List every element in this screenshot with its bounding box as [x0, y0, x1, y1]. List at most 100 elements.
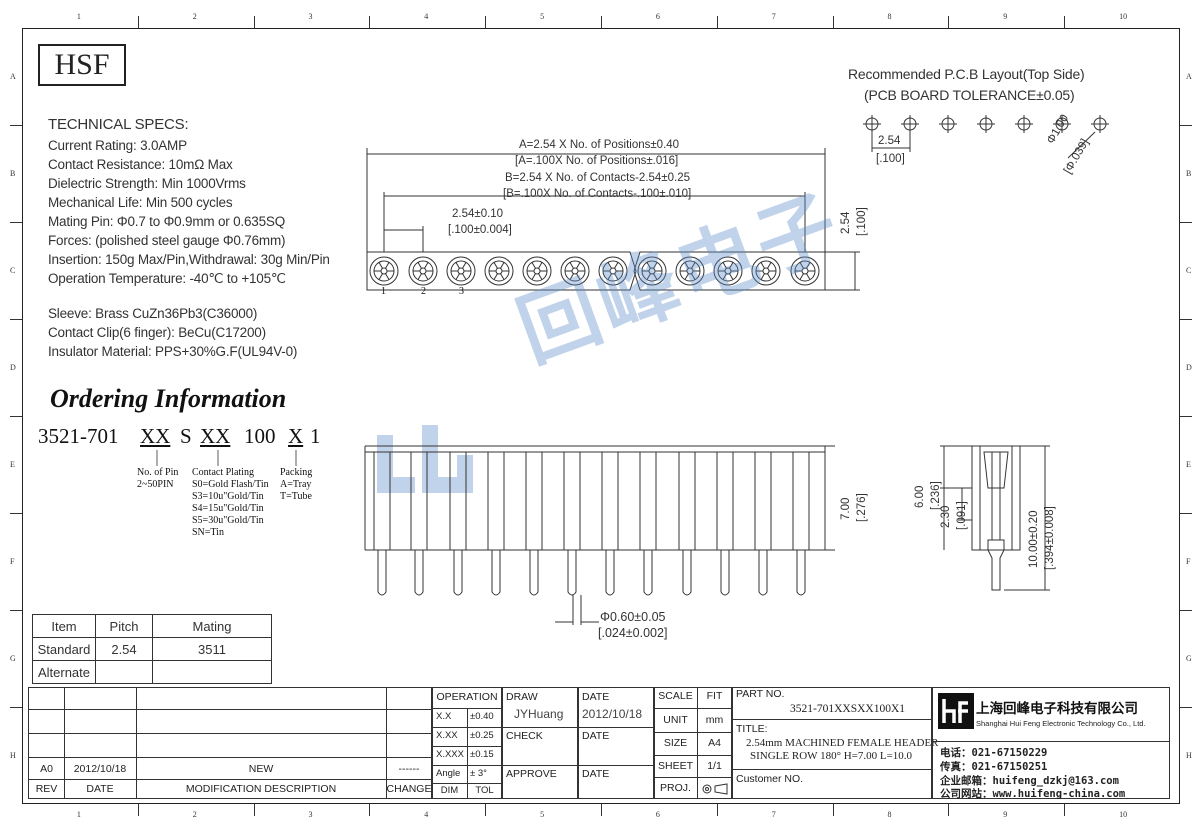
proj-label: PROJ.	[660, 782, 691, 794]
fit-label: FIT	[706, 690, 723, 702]
zone-number: 6	[655, 12, 660, 21]
date-header: DATE	[86, 783, 114, 795]
pin-ring	[675, 256, 705, 286]
tol-value: ±0.25	[470, 730, 494, 741]
pin-tail	[491, 550, 501, 596]
spec-line: Dielectric Strength: Min 1000Vrms	[48, 176, 246, 191]
zone-number: 1	[76, 810, 81, 819]
pin-tail	[682, 550, 692, 596]
date-label: DATE	[582, 768, 610, 780]
part-no-label: PART NO.	[736, 688, 785, 700]
pin-ring	[484, 256, 514, 286]
part-s: S	[180, 424, 192, 448]
zone-number: 9	[1003, 810, 1008, 819]
cell: Standard	[32, 637, 96, 661]
pin-tail	[377, 550, 387, 596]
cell	[95, 660, 153, 684]
check-label: CHECK	[506, 730, 543, 742]
pcb-pitch-in: [.100]	[876, 153, 905, 165]
pcb-pitch: 2.54	[878, 135, 901, 147]
part-packing: X	[288, 424, 304, 448]
scale-label: SCALE	[658, 690, 693, 702]
company-fax: 传真：021-67150251	[940, 761, 1048, 773]
pin-tail	[796, 550, 806, 596]
revision-area	[28, 687, 432, 799]
zone-letter: B	[10, 168, 16, 178]
zone-number: 8	[887, 12, 892, 21]
dim-a: A=2.54 X No. of Positions±0.40	[519, 139, 680, 151]
company-area	[932, 687, 1170, 799]
tol-header: TOL	[475, 785, 494, 796]
zone-letter: E	[1186, 459, 1191, 469]
tol-value: ±0.40	[470, 711, 494, 722]
sheet-value: 1/1	[707, 760, 722, 772]
pin-ring	[446, 256, 476, 286]
dim-clip: 2.30	[940, 505, 952, 528]
zone-letter: D	[10, 362, 16, 372]
tol-key: X.XXX	[436, 749, 464, 760]
zone-number: 7	[771, 12, 776, 21]
part-suffix: 1	[310, 424, 321, 448]
scale-area	[654, 687, 732, 799]
drawer-name: JYHuang	[514, 707, 564, 721]
zone-number: 1	[76, 12, 81, 21]
size-value: A4	[708, 737, 721, 749]
customer-label: Customer NO.	[736, 773, 804, 785]
spec-line: Forces: (polished steel gauge Φ0.76mm)	[48, 233, 286, 248]
pin-ring	[713, 256, 743, 286]
side-view-drawing	[940, 445, 1050, 591]
title-line2: SINGLE ROW 180° H=7.00 L=10.0	[750, 750, 913, 762]
pcb-tolerance: (PCB BOARD TOLERANCE±0.05)	[864, 87, 1075, 103]
zone-number: 6	[655, 810, 660, 819]
dim-width-in: [.100]	[856, 207, 868, 236]
pin-tail	[414, 550, 424, 596]
zone-number: 3	[308, 810, 313, 819]
cell	[152, 660, 272, 684]
spec-line: Mating Pin: Φ0.7 to Φ0.9mm or 0.635SQ	[48, 214, 286, 229]
zone-number: 9	[1003, 12, 1008, 21]
approve-label: APPROVE	[506, 768, 557, 780]
sheet-label: SHEET	[657, 760, 693, 772]
cell: Alternate	[32, 660, 96, 684]
zone-number: 8	[887, 810, 892, 819]
pin-ring	[560, 256, 590, 286]
company-name-cn: 上海回峰电子科技有限公司	[976, 701, 1138, 717]
part-plating: XX	[200, 424, 231, 448]
dim-clip-in: [.091]	[956, 501, 968, 530]
zone-number: 10	[1119, 12, 1128, 21]
dim-height: 7.00	[840, 497, 852, 520]
mating-table: Item Pitch Mating Standard 2.54 3511 Alt…	[32, 614, 272, 684]
header-item: Item	[32, 614, 96, 638]
change-header: CHANGE	[386, 783, 432, 795]
dim-pin-dia-in: [.024±0.002]	[598, 626, 668, 640]
dim-pitch: 2.54±0.10	[452, 208, 504, 220]
pin-ring	[598, 256, 628, 286]
pin-number-2: 2	[421, 286, 426, 297]
pin-tail	[720, 550, 730, 596]
title-label: TITLE:	[736, 723, 768, 735]
rev-change: ------	[398, 763, 420, 775]
material-line: Contact Clip(6 finger): BeCu(C17200)	[48, 325, 266, 340]
company-tel: 电话：021-67150229	[940, 747, 1048, 759]
spec-line: Insertion: 150g Max/Pin,Withdrawal: 30g …	[48, 252, 330, 267]
pin-tail	[758, 550, 768, 596]
tol-value: ±0.15	[470, 749, 494, 760]
zone-letter: F	[1186, 556, 1191, 566]
material-line: Insulator Material: PPS+30%G.F(UL94V-0)	[48, 344, 298, 359]
pin-number-1: 1	[381, 286, 386, 297]
zone-letter: H	[10, 750, 16, 760]
zone-number: 4	[424, 810, 429, 819]
dim-pin-dia: Φ0.60±0.05	[600, 610, 666, 624]
zone-letter: E	[10, 459, 15, 469]
dim-length-in: [.394±0.008]	[1044, 506, 1056, 570]
pcb-hole-pattern	[863, 115, 1109, 159]
title-line1: 2.54mm MACHINED FEMALE HEADER	[746, 737, 939, 749]
dim-b-in: [B=.100X No. of Contacts-.100±.010]	[503, 188, 692, 200]
date-label: DATE	[582, 730, 610, 742]
pin-number-3: 3	[459, 286, 464, 297]
zone-letter: H	[1186, 750, 1192, 760]
date-label: DATE	[582, 691, 610, 703]
zone-letter: C	[10, 265, 16, 275]
date-value: 2012/10/18	[582, 707, 643, 721]
